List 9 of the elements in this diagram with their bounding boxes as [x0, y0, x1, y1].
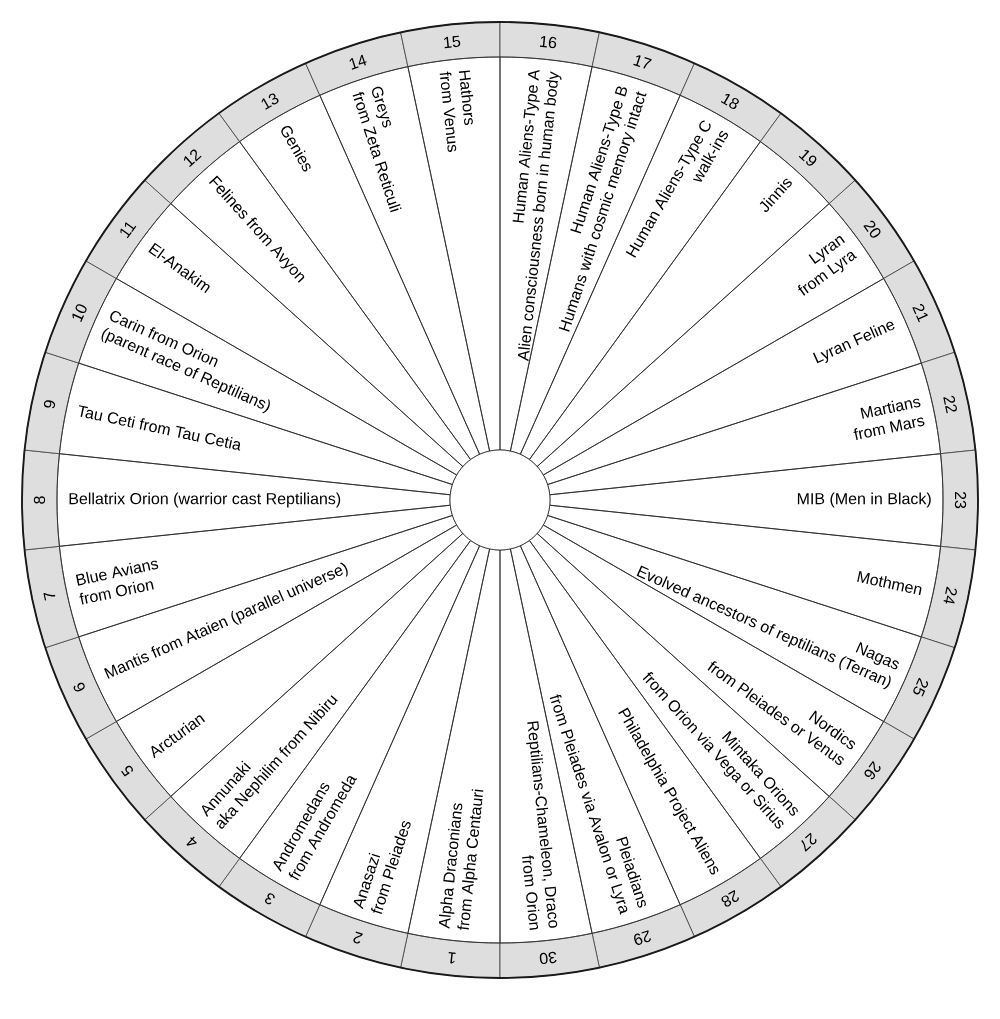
number-cell: 15 [400, 21, 501, 68]
number-cell: 9 [24, 351, 80, 455]
sector-wedge: Bellatrix Orion (warrior cast Reptilians) [56, 453, 451, 547]
number-cell: 16 [499, 21, 600, 68]
number-cell: 1 [400, 932, 501, 979]
sector-wedge: Hathors from Venus [407, 56, 501, 452]
number-cell: 30 [499, 932, 600, 979]
center-circle [449, 449, 551, 551]
sector-wedge: MIB (Men in Black) [549, 453, 944, 547]
